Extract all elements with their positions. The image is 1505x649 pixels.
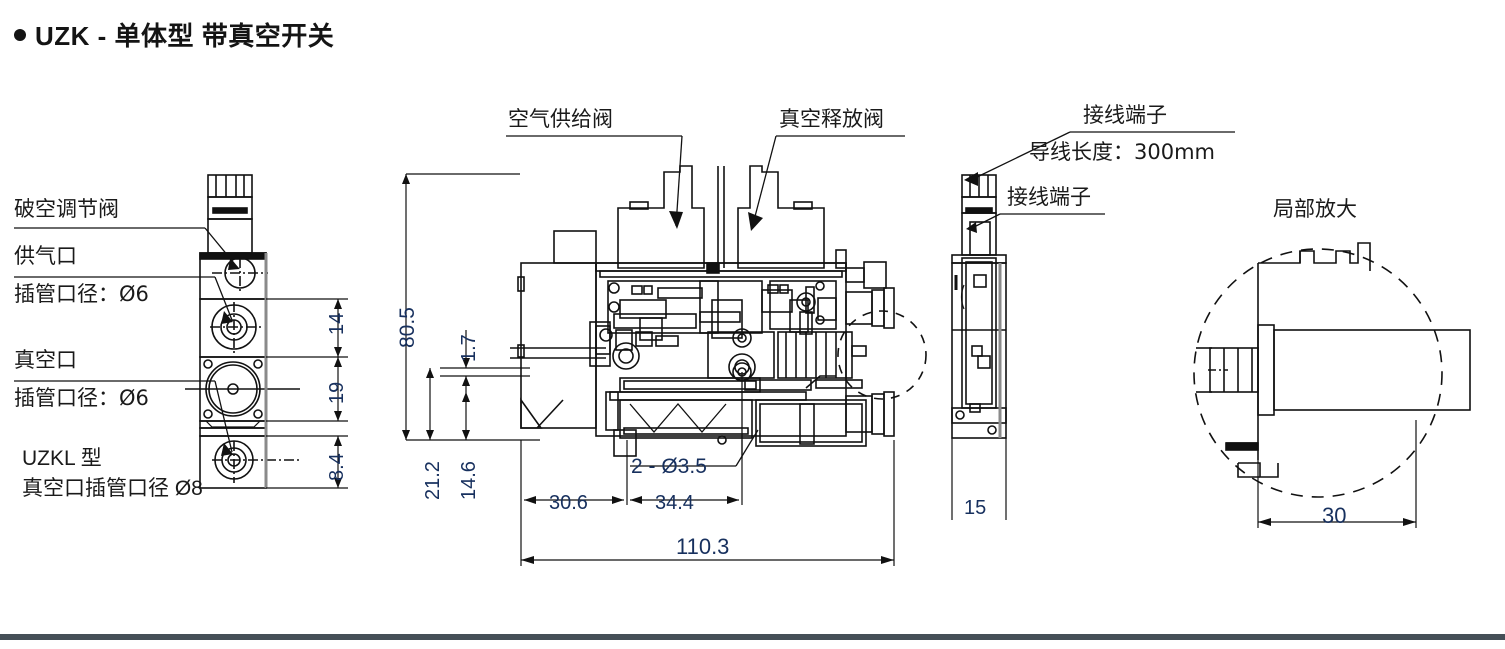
callout-terminal-block: 接线端子 bbox=[1007, 185, 1091, 209]
detail-view-geometry bbox=[1193, 242, 1471, 498]
label-vacuum-port: 真空口 bbox=[14, 348, 77, 372]
page-title: UZK - 单体型 带真空开关 bbox=[14, 16, 334, 53]
page-title-text: UZK - 单体型 带真空开关 bbox=[35, 21, 335, 51]
front-view-geometry bbox=[185, 174, 300, 489]
dimension-1-7: 1.7 bbox=[458, 334, 480, 362]
dimension-21-2: 21.2 bbox=[422, 461, 444, 500]
callout-terminal-block-top: 接线端子 bbox=[1083, 103, 1167, 127]
dimension-80-5: 80.5 bbox=[396, 307, 419, 348]
dimension-14: 14 bbox=[326, 312, 348, 335]
side-view-dimensions bbox=[951, 438, 1007, 520]
section-view-dimensions bbox=[402, 173, 895, 566]
callout-air-supply-valve: 空气供给阀 bbox=[508, 107, 613, 131]
label-air-supply-port-tube-dia: 插管口径：Ø6 bbox=[14, 282, 149, 306]
label-vacuum-port-tube-dia: 插管口径：Ø6 bbox=[14, 386, 149, 410]
callout-lead-wire-length: 导线长度：300mm bbox=[1029, 140, 1215, 164]
section-view-leaders bbox=[506, 135, 905, 467]
note-2-dia-3-5: 2 - Ø3.5 bbox=[631, 455, 707, 478]
bullet-icon bbox=[14, 28, 26, 41]
dimension-19: 19 bbox=[326, 381, 348, 404]
label-air-supply-port: 供气口 bbox=[14, 244, 77, 268]
front-view-dimensions bbox=[266, 298, 348, 489]
detail-view-dimensions bbox=[1257, 420, 1417, 528]
callout-vacuum-release-valve: 真空释放阀 bbox=[779, 107, 884, 131]
side-view-leaders bbox=[964, 131, 1235, 233]
dimension-30: 30 bbox=[1322, 503, 1347, 528]
dimension-34-4: 34.4 bbox=[655, 492, 694, 514]
dimension-8-4: 8.4 bbox=[326, 453, 348, 481]
dimension-14-6: 14.6 bbox=[458, 461, 480, 500]
front-view-leaders bbox=[14, 227, 240, 456]
detail-view-title: 局部放大 bbox=[1273, 197, 1357, 221]
footer-divider bbox=[0, 634, 1505, 640]
dimension-110-3: 110.3 bbox=[676, 534, 730, 559]
note-uzkl-vacuum-tube-dia: 真空口插管口径 Ø8 bbox=[22, 477, 203, 500]
note-uzkl-model: UZKL 型 bbox=[22, 447, 102, 470]
label-break-vacuum-adjust-valve: 破空调节阀 bbox=[14, 197, 119, 221]
dimension-15: 15 bbox=[964, 497, 987, 519]
section-view-geometry bbox=[510, 165, 927, 457]
dimension-30-6: 30.6 bbox=[549, 492, 588, 514]
